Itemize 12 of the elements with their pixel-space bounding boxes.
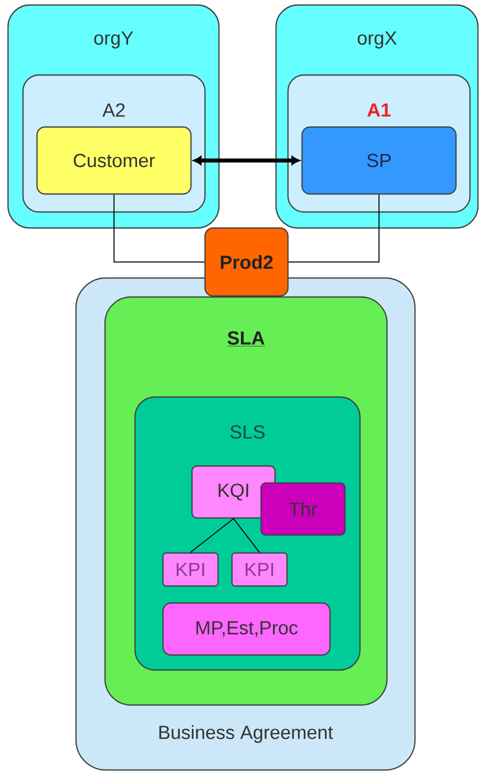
threshold-box: Thr bbox=[260, 482, 346, 536]
parameter-box: MP,Est,Proc bbox=[162, 602, 331, 656]
role-box: Customer bbox=[36, 126, 192, 195]
double-arrow bbox=[194, 156, 300, 165]
connector-line bbox=[190, 518, 234, 553]
kpi-box: KPI bbox=[231, 552, 288, 587]
kpi-box: KPI bbox=[162, 552, 219, 587]
role-box: SP bbox=[301, 126, 457, 195]
connector-line bbox=[288, 194, 380, 262]
connector-line bbox=[233, 518, 260, 553]
connector-line bbox=[114, 194, 205, 262]
product-box: Prod2 bbox=[204, 227, 289, 297]
